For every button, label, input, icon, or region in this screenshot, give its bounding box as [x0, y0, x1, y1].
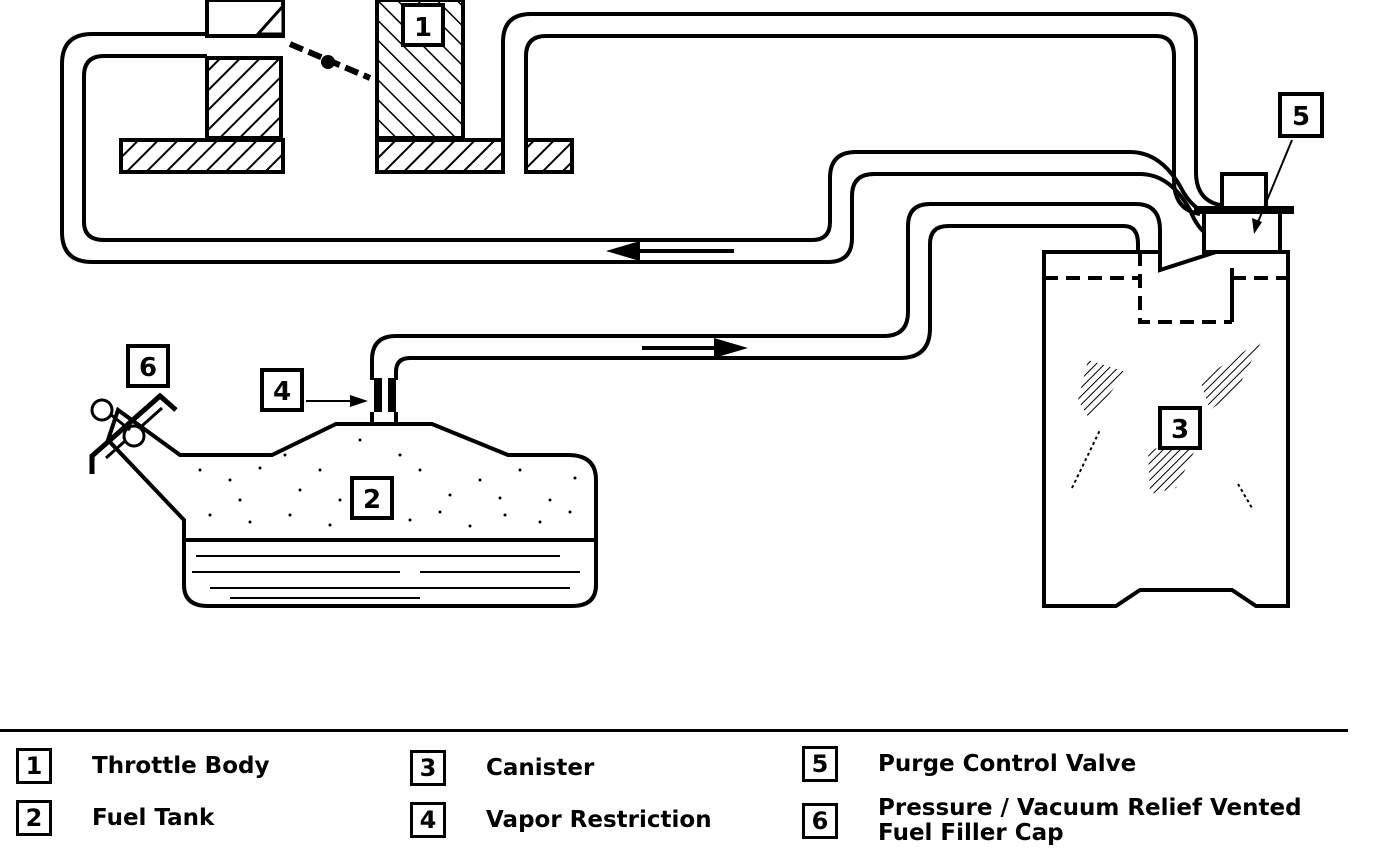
callout-5: 5: [1278, 92, 1324, 138]
purge-line-to-intake: [501, 12, 1221, 216]
vapor-restriction: [370, 378, 398, 424]
legend-label: Pressure / Vacuum Relief Vented Fuel Fil…: [878, 796, 1302, 846]
evap-system-diagram: 1 4: [60, 0, 1324, 608]
callout-3: 3: [1158, 406, 1202, 450]
legend-number: 6: [802, 803, 838, 839]
legend-number: 4: [410, 802, 446, 838]
svg-text:3: 3: [1171, 415, 1189, 445]
legend-number: 3: [410, 750, 446, 786]
legend-item-canister: 3 Canister: [410, 750, 594, 786]
legend-label: Fuel Tank: [92, 804, 215, 831]
legend-item-fuel-tank: 2 Fuel Tank: [16, 800, 214, 836]
vapor-line-loop: [60, 32, 1211, 264]
callout-4: 4: [260, 368, 368, 412]
legend-number: 2: [16, 800, 52, 836]
legend-item-throttle-body: 1 Throttle Body: [16, 748, 269, 784]
legend-item-filler-cap: 6 Pressure / Vacuum Relief Vented Fuel F…: [802, 796, 1302, 846]
legend-number: 1: [16, 748, 52, 784]
legend-label: Canister: [486, 754, 595, 781]
legend-label-line-2: Fuel Filler Cap: [878, 820, 1064, 846]
callout-6: 6: [126, 344, 170, 388]
svg-text:2: 2: [363, 485, 381, 515]
tank-vapor-line: [370, 202, 1162, 380]
fuel-filler-cap: [89, 392, 178, 474]
purge-control-valve: [1194, 139, 1294, 254]
legend-number: 5: [802, 746, 838, 782]
svg-text:6: 6: [139, 353, 157, 383]
callout-2: 2: [350, 476, 394, 520]
svg-text:5: 5: [1292, 102, 1310, 132]
legend-item-purge-control-valve: 5 Purge Control Valve: [802, 746, 1136, 782]
flow-arrow-right: [642, 338, 748, 358]
svg-text:4: 4: [273, 377, 291, 407]
svg-text:1: 1: [414, 13, 432, 43]
legend-divider: [0, 729, 1348, 732]
legend-label: Throttle Body: [92, 752, 270, 779]
legend-label: Purge Control Valve: [878, 750, 1137, 777]
callout-1: 1: [401, 3, 445, 47]
legend-item-vapor-restriction: 4 Vapor Restriction: [410, 802, 712, 838]
legend-label: Vapor Restriction: [486, 806, 712, 833]
throttle-body: [119, 0, 574, 174]
legend-label-line-1: Pressure / Vacuum Relief Vented: [878, 795, 1302, 821]
flow-arrow-left: [606, 241, 734, 261]
